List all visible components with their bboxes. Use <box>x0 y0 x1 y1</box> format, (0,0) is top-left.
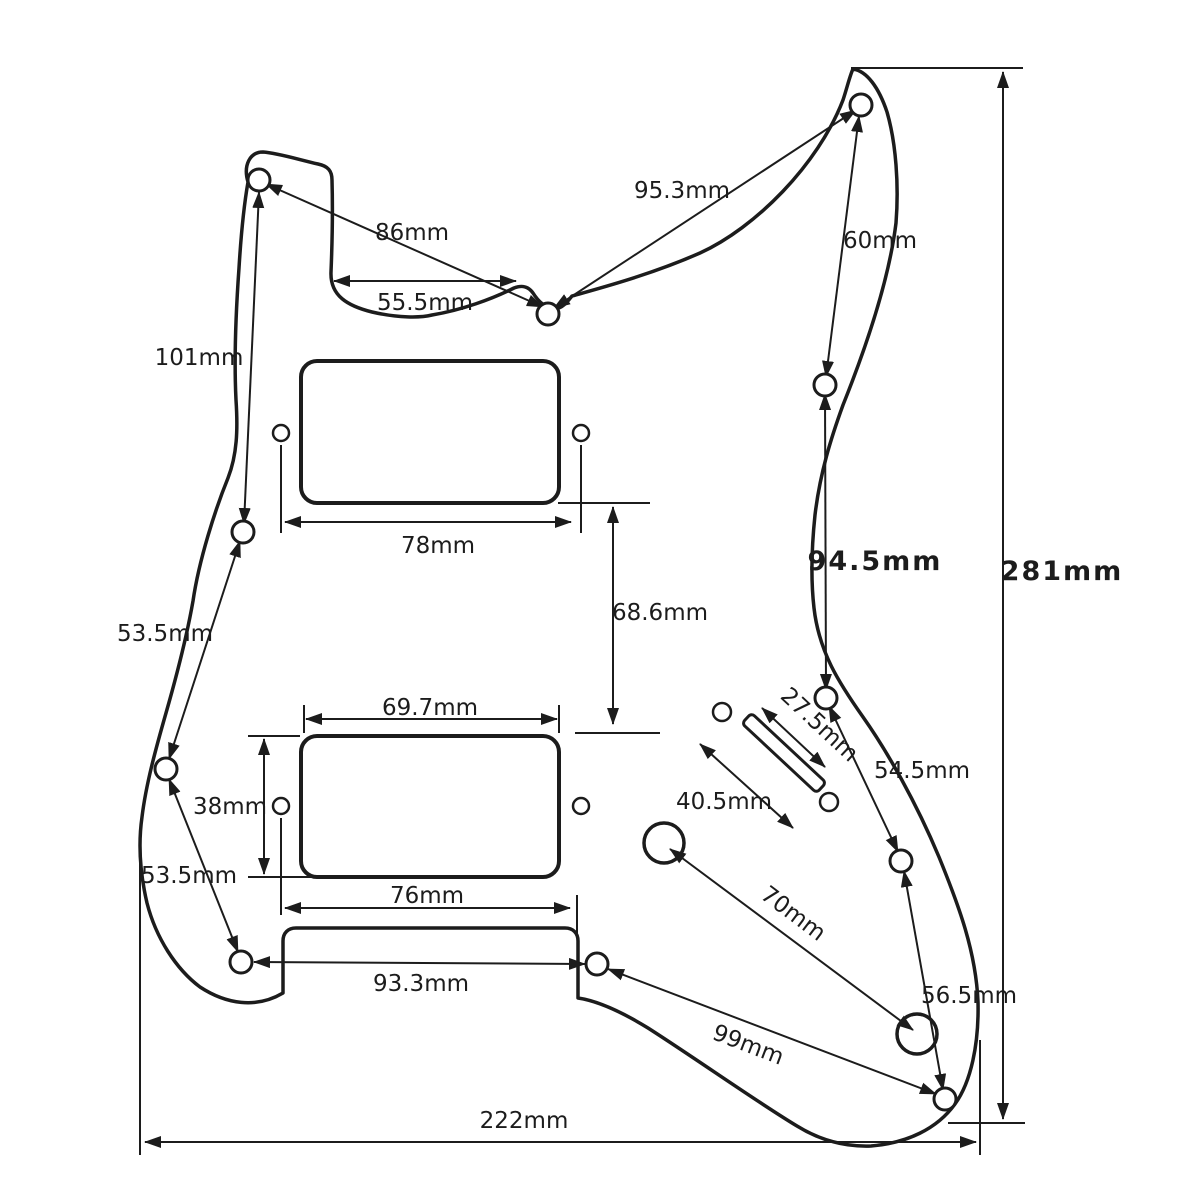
dim-label-222mm: 222mm <box>480 1108 569 1134</box>
dimline-54-5mm <box>828 705 899 853</box>
screw-hole-neck-notch <box>535 301 561 327</box>
dimline-94-5mm <box>819 393 832 691</box>
pickup-screw-hole-bridge-right <box>571 796 591 816</box>
dim-label-281mm: 281mm <box>1001 556 1124 587</box>
screw-hole-right-lower <box>888 848 914 874</box>
dim-label-95-3mm: 95.3mm <box>634 178 730 204</box>
neck-humbucker-opening <box>299 359 561 505</box>
dimline-95-3mm <box>553 109 857 309</box>
dimline-53-5mm-lower <box>168 778 239 953</box>
switch-screw-hole-lower <box>818 791 840 813</box>
dim-label-53-5mm-lower: 53.5mm <box>141 863 237 889</box>
screw-hole-bridge-right <box>584 951 610 977</box>
dim-label-38mm: 38mm <box>193 794 267 820</box>
dim-label-53-5mm-upper: 53.5mm <box>117 621 213 647</box>
dim-label-54-5mm: 54.5mm <box>874 758 970 784</box>
dimline-27-5mm <box>761 707 826 768</box>
pickup-screw-hole-neck-left <box>271 423 291 443</box>
dimline-70mm <box>669 848 914 1031</box>
dim-label-86mm: 86mm <box>375 220 449 246</box>
dim-label-99mm: 99mm <box>709 1020 787 1071</box>
dimline-60mm <box>822 115 863 378</box>
dim-label-68-6mm: 68.6mm <box>612 600 708 626</box>
volume-pot-hole <box>642 821 686 865</box>
screw-hole-top-left-horn <box>246 167 272 193</box>
dimline-93-3mm <box>253 956 586 970</box>
dimline-53-5mm-upper <box>168 540 241 760</box>
dim-label-70mm: 70mm <box>756 881 831 946</box>
dim-label-94-5mm: 94.5mm <box>808 546 943 577</box>
tone-pot-hole <box>895 1012 939 1056</box>
screw-hole-right-mid <box>813 685 839 711</box>
dim-label-76mm: 76mm <box>390 883 464 909</box>
screw-hole-right-upper <box>812 372 838 398</box>
screw-hole-left-mid <box>230 519 256 545</box>
screw-hole-top-right-horn <box>848 92 874 118</box>
bridge-humbucker-opening <box>299 734 561 879</box>
pickup-screw-hole-neck-right <box>571 423 591 443</box>
screw-hole-bottom-right <box>932 1086 958 1112</box>
dim-label-55-5mm: 55.5mm <box>377 290 473 316</box>
dim-label-69-7mm: 69.7mm <box>382 695 478 721</box>
pickup-screw-hole-bridge-left <box>271 796 291 816</box>
dimline-101mm <box>238 191 265 525</box>
dim-label-78mm: 78mm <box>401 533 475 559</box>
dim-label-60mm: 60mm <box>843 228 917 254</box>
dimline-56-5mm <box>900 870 947 1091</box>
dimline-99mm <box>607 968 937 1095</box>
screw-hole-bottom-left <box>228 949 254 975</box>
dim-label-56-5mm: 56.5mm <box>921 983 1017 1009</box>
screw-hole-left-lower <box>153 756 179 782</box>
dim-label-101mm: 101mm <box>155 345 244 371</box>
switch-screw-hole-upper <box>711 701 733 723</box>
dim-label-40-5mm: 40.5mm <box>676 789 772 815</box>
dimline-40-5mm <box>699 743 794 829</box>
dim-label-93-3mm: 93.3mm <box>373 971 469 997</box>
